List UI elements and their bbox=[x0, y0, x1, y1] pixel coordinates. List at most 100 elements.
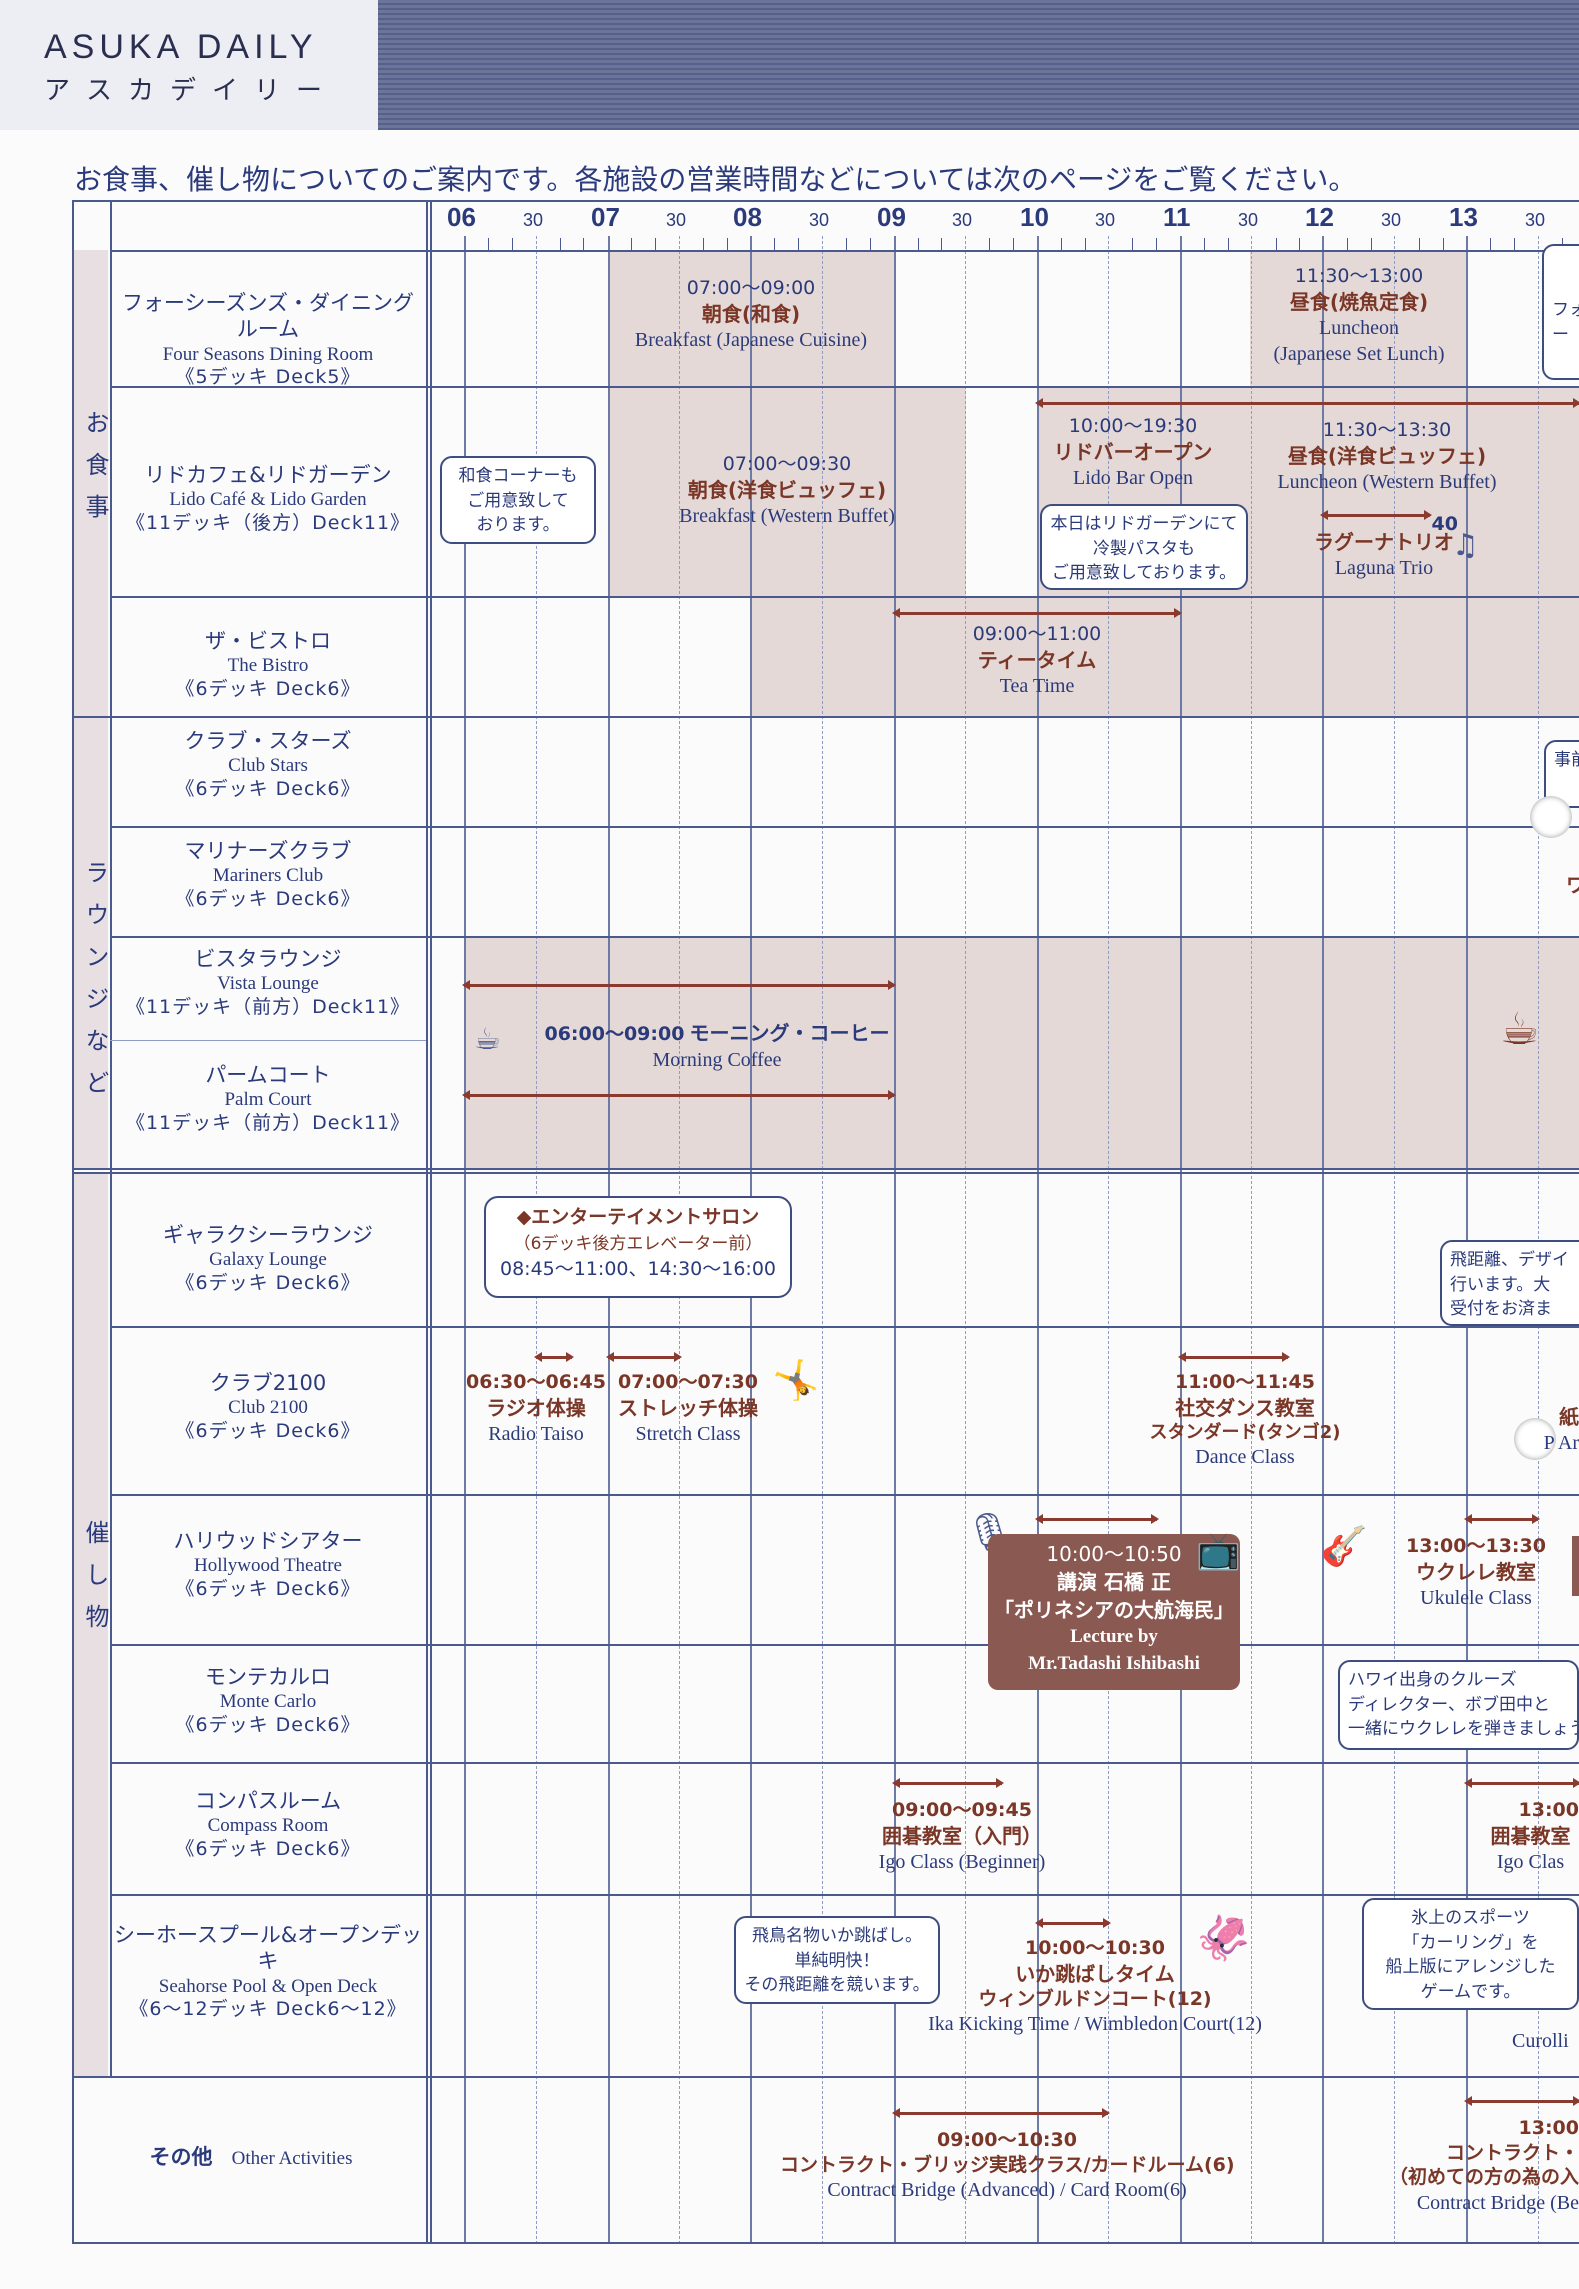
lecture-box: 10:00〜10:50 講演 石橋 正 「ポリネシアの大航海民」 Lecture… bbox=[988, 1534, 1240, 1690]
ruler-tick bbox=[1227, 238, 1229, 250]
half-line-1230 bbox=[1394, 236, 1395, 2244]
venue-club2100: クラブ2100 Club 2100 《6デッキ Deck6》 bbox=[112, 1370, 424, 1444]
row-line-5 bbox=[110, 936, 1579, 938]
half-line-1030 bbox=[1108, 236, 1109, 2244]
event-time: 10:00〜19:30 bbox=[1068, 415, 1198, 437]
cat-lounge-label: ラウンジなど bbox=[81, 860, 109, 1112]
venue-jp: クラブ・スターズ bbox=[184, 729, 352, 753]
hour-label-09: 09 bbox=[877, 202, 906, 232]
event-en: Stretch Class bbox=[635, 1422, 741, 1445]
venue-en: Four Seasons Dining Room bbox=[162, 343, 374, 365]
event-jp: コントラクト・ bbox=[1445, 2141, 1579, 2164]
event-num: 40 bbox=[1431, 513, 1458, 535]
venue-jp: ビスタラウンジ bbox=[194, 947, 342, 971]
event-jp: ティータイム bbox=[977, 647, 1097, 672]
arrow-lecture bbox=[1035, 1514, 1159, 1524]
note-line: ディレクター、ボブ田中と bbox=[1348, 1694, 1550, 1715]
note-line: おります。 bbox=[476, 515, 560, 536]
note-line: 受付をお済ま bbox=[1450, 1299, 1552, 1320]
other-en: Other Activities bbox=[231, 2148, 353, 2169]
event-en: Igo Clas bbox=[1496, 1850, 1565, 1873]
venue-en: Seahorse Pool & Open Deck bbox=[158, 1975, 378, 1997]
ruler-tick bbox=[1156, 238, 1158, 250]
venue-jp: シーホースプール&オープンデッキ bbox=[113, 1923, 423, 1974]
venue-lido: リドカフェ&リドガーデン Lido Café & Lido Garden 《11… bbox=[112, 462, 424, 536]
event-coffee: 06:00〜09:00 モーニング・コーヒー Morning Coffee bbox=[540, 1020, 894, 1073]
note-line: 和食コーナーも bbox=[458, 466, 578, 486]
brand-title-en: ASUKA DAILY bbox=[44, 28, 318, 66]
ruler-tick bbox=[655, 238, 656, 250]
coffee-cup-icon: ☕ bbox=[474, 1022, 501, 1057]
ruler-tick bbox=[1418, 238, 1420, 250]
note-line: 飛距離、デザイ bbox=[1450, 1250, 1569, 1270]
ruler-tick bbox=[1060, 238, 1062, 250]
row-line-2 bbox=[110, 596, 1579, 598]
venue-deck: 《6〜12デッキ Deck6〜12》 bbox=[129, 1998, 407, 2021]
ukulele-edge-block bbox=[1572, 1536, 1579, 1596]
divider-venue bbox=[426, 200, 428, 2244]
event-time: 07:00〜07:30 bbox=[618, 1371, 758, 1393]
ruler-tick bbox=[798, 238, 800, 250]
note-line: ハワイ出身のクルーズ bbox=[1348, 1670, 1517, 1690]
venue-other: その他 Other Activities bbox=[76, 2144, 426, 2171]
event-radio: 06:30〜06:45 ラジオ体操 Radio Taiso bbox=[456, 1370, 616, 1447]
fs-edge-box: フォー bbox=[1542, 244, 1579, 380]
shade-fs-lunch bbox=[1250, 250, 1468, 386]
ruler-tick bbox=[511, 238, 513, 250]
club2100-edge-jp: 紙 bbox=[1559, 1405, 1579, 1429]
hour-line-10 bbox=[1037, 236, 1039, 2244]
venue-seahorse: シーホースプール&オープンデッキ Seahorse Pool & Open De… bbox=[112, 1922, 424, 2022]
divider-venue-2 bbox=[430, 200, 432, 2244]
venue-four-seasons: フォーシーズンズ・ダイニングルーム Four Seasons Dining Ro… bbox=[112, 290, 424, 390]
note-line: ご用意致して bbox=[467, 490, 569, 511]
venue-deck: 《6デッキ Deck6》 bbox=[175, 1714, 361, 1736]
ika-note-bubble: 飛鳥名物いか跳ばし。 単純明快！ その飛距離を競います。 bbox=[734, 1916, 940, 2004]
event-time: 10:00〜10:30 bbox=[1025, 1937, 1165, 1959]
ruler-tick bbox=[989, 238, 991, 250]
venue-bistro: ザ・ビストロ The Bistro 《6デッキ Deck6》 bbox=[112, 628, 424, 702]
venue-deck: 《11デッキ（前方）Deck11》 bbox=[125, 1112, 411, 1134]
cat-events-bg bbox=[74, 1172, 108, 2076]
venue-jp: ギャラクシーラウンジ bbox=[163, 1223, 373, 1247]
page-header: ASUKA DAILY アスカデイリー bbox=[0, 0, 1579, 130]
event-jp: ウクレレ教室 bbox=[1416, 1559, 1536, 1584]
venue-jp: クラブ2100 bbox=[209, 1371, 327, 1395]
lecture-jp-2: 「ポリネシアの大航海民」 bbox=[994, 1598, 1234, 1622]
squid-icon: 🦑 bbox=[1196, 1913, 1251, 1964]
half-label-0830: 30 bbox=[809, 210, 830, 230]
note-line: 「カーリング」を bbox=[1402, 1932, 1539, 1953]
hour-line-06 bbox=[464, 236, 466, 2244]
music-notes-icon: ♫ bbox=[1452, 528, 1479, 563]
venue-deck: 《6デッキ Deck6》 bbox=[175, 678, 361, 700]
row-line-10 bbox=[110, 1644, 1579, 1646]
ruler-tick bbox=[917, 238, 919, 250]
note-line: ゲームです。 bbox=[1420, 1981, 1521, 2002]
arrow-radio bbox=[534, 1352, 574, 1362]
venue-en: Compass Room bbox=[207, 1815, 329, 1837]
brand-block: ASUKA DAILY アスカデイリー bbox=[0, 0, 378, 130]
event-time: 09:00〜09:45 bbox=[892, 1799, 1032, 1821]
note-line: 冷製パスタも bbox=[1093, 538, 1195, 559]
event-en: Breakfast (Western Buffet) bbox=[679, 504, 895, 527]
event-en: Breakfast (Japanese Cuisine) bbox=[634, 328, 868, 351]
event-fs-breakfast: 07:00〜09:00 朝食(和食) Breakfast (Japanese C… bbox=[608, 276, 894, 353]
event-time: 07:00〜09:00 bbox=[686, 277, 816, 299]
lecture-time: 10:00〜10:50 bbox=[1046, 1542, 1182, 1566]
lecture-en-1: Lecture by bbox=[1070, 1626, 1158, 1647]
event-jp: 囲碁教室（入門） bbox=[882, 1823, 1042, 1848]
event-time: 07:00〜09:30 bbox=[722, 453, 852, 475]
venue-en: Club 2100 bbox=[228, 1397, 308, 1419]
event-dance: 11:00〜11:45 社交ダンス教室 スタンダード(タンゴ2) Dance C… bbox=[1130, 1370, 1360, 1470]
event-jp: ラグーナトリオ bbox=[1314, 529, 1454, 554]
event-time: 13:00〜13:30 bbox=[1406, 1535, 1546, 1557]
venue-jp: フォーシーズンズ・ダイニングルーム bbox=[121, 291, 415, 342]
cat-dining-label: お食事 bbox=[81, 410, 109, 536]
arrow-igo2 bbox=[1464, 1778, 1579, 1788]
curling-edge: Curolli bbox=[1512, 2028, 1569, 2054]
venue-jp: ハリウッドシアター bbox=[173, 1529, 363, 1553]
ruler-tick bbox=[1490, 238, 1492, 250]
note-line: 飛鳥名物いか跳ばし。 bbox=[752, 1926, 922, 1946]
event-bridge-2: 13:00 コントラクト・ （初めての方の為の入 Contract Bridge… bbox=[1372, 2116, 1579, 2216]
arrow-dance bbox=[1178, 1352, 1290, 1362]
